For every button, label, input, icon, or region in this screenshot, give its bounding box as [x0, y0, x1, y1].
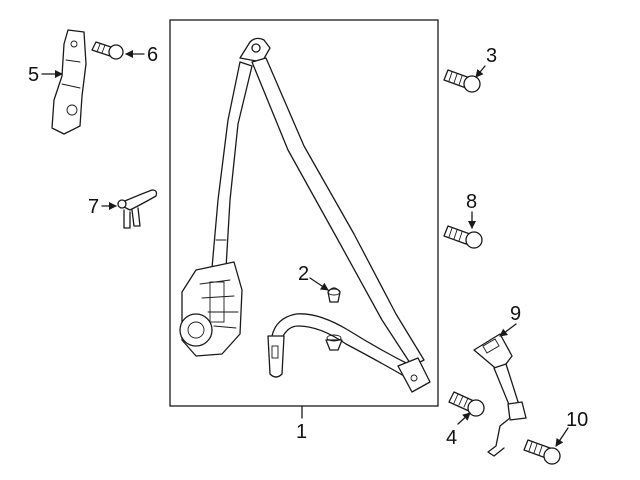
callout-arrow-3	[475, 65, 486, 78]
part-7-clip	[117, 189, 158, 229]
callout-8: 8	[466, 191, 477, 213]
callout-2: 2	[298, 263, 309, 285]
part-5-bracket	[51, 29, 87, 135]
callout-10: 10	[566, 409, 588, 431]
part-2-plug-lower	[325, 334, 343, 351]
part-2-plug	[327, 287, 341, 303]
callout-1: 1	[296, 421, 307, 443]
part-3-bolt	[443, 69, 481, 93]
callout-arrow-10	[555, 427, 569, 447]
part-4-bolt	[448, 391, 485, 417]
callout-9: 9	[510, 303, 521, 325]
callout-6: 6	[147, 44, 158, 66]
callout-4: 4	[446, 427, 457, 449]
part-10-bolt	[523, 439, 561, 465]
callout-arrow-9	[499, 323, 517, 337]
callout-arrow-4	[457, 412, 471, 425]
part-6-bolt	[91, 41, 124, 60]
part-9-buckle	[473, 333, 527, 457]
callout-3: 3	[486, 45, 497, 67]
callout-5: 5	[28, 64, 39, 86]
assembly-frame	[169, 19, 439, 407]
callout-arrow-2	[309, 277, 329, 291]
callout-7: 7	[88, 196, 99, 218]
seat-belt-assembly	[179, 37, 431, 393]
part-8-bolt	[443, 225, 483, 249]
